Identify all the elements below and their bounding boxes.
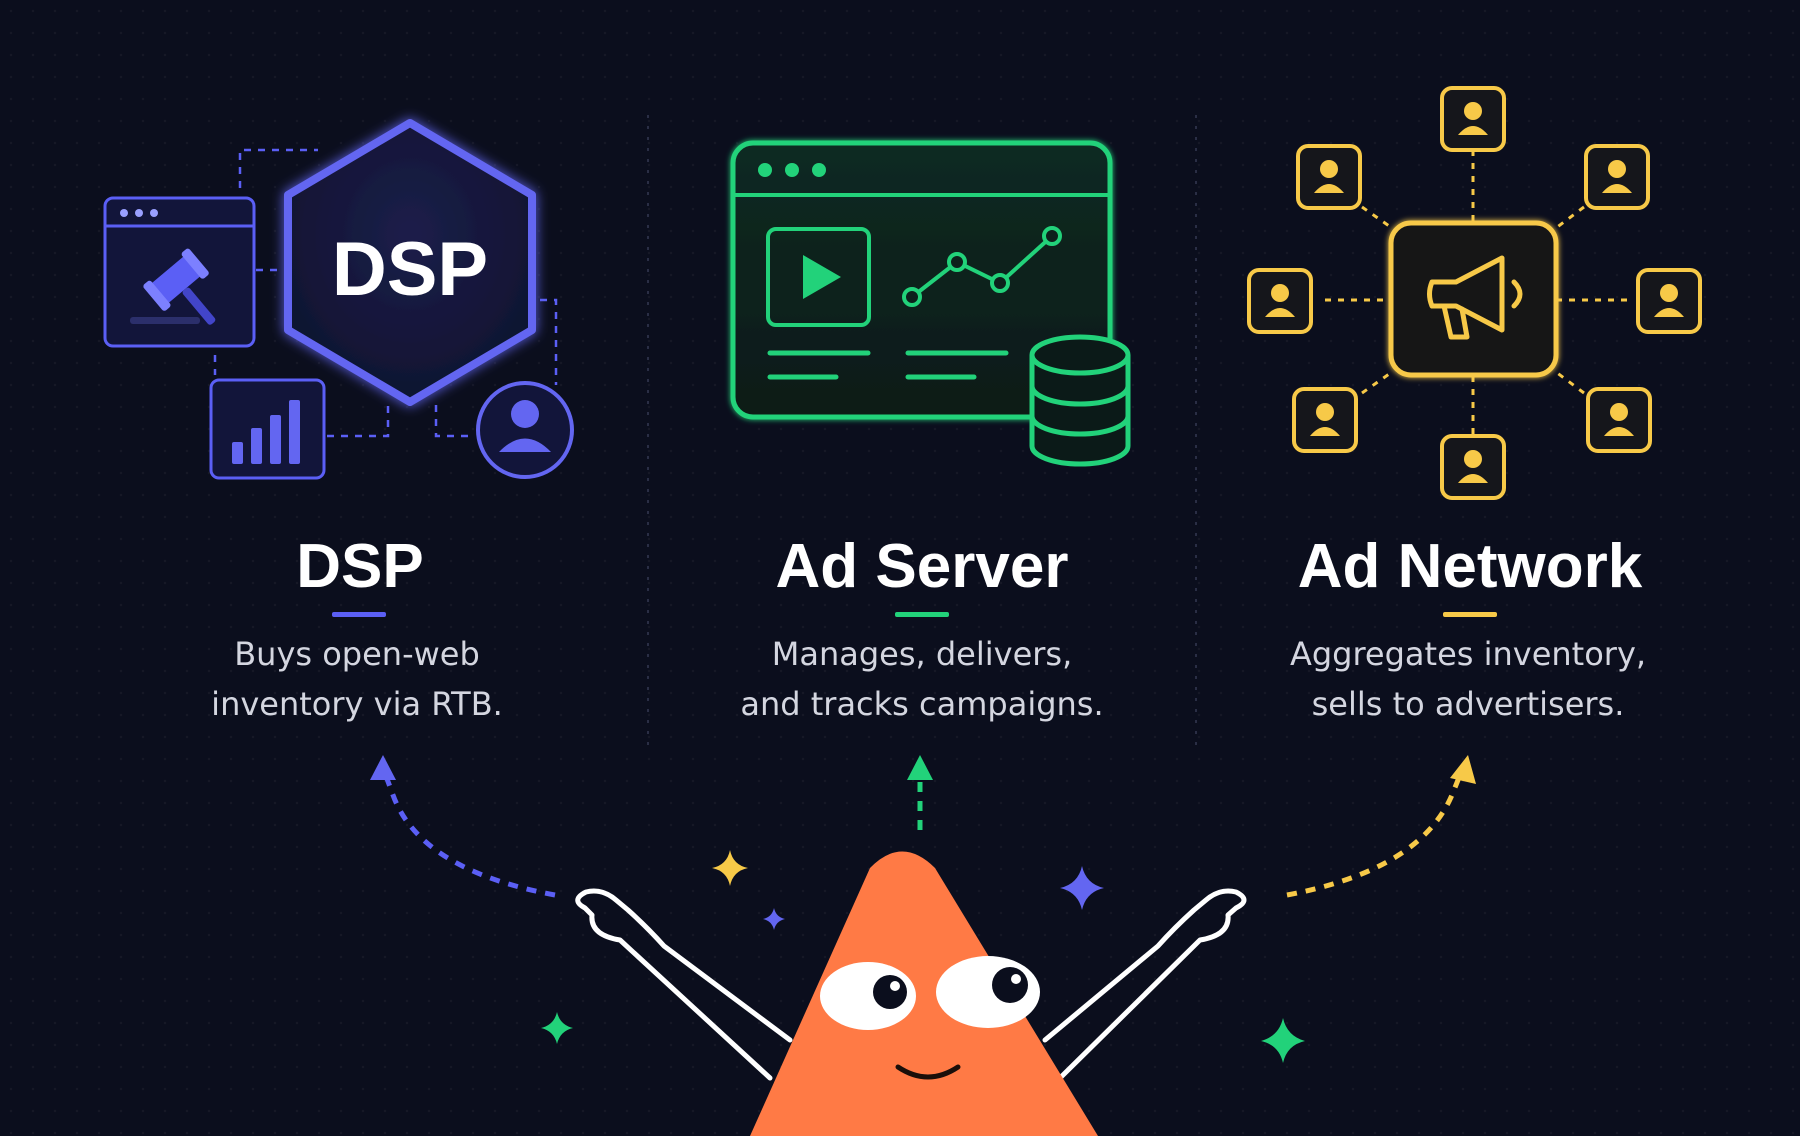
ad-network-description-line-2: sells to advertisers. — [1312, 685, 1625, 723]
bar-chart-icon — [209, 378, 326, 480]
dsp-description-line-1: Buys open-web — [234, 635, 480, 673]
hexagon-badge: DSP — [284, 119, 536, 406]
ad-network-description-line-1: Aggregates inventory, — [1290, 635, 1646, 673]
sparkle-icon — [712, 850, 748, 886]
ad-server-title: Ad Server — [776, 532, 1069, 601]
sparkle-icon — [763, 908, 785, 930]
ad-network-panel: Ad Network Aggregates inventory, sells t… — [1290, 532, 1646, 723]
ad-network-title-underline — [1443, 612, 1497, 617]
arrow-to-dsp — [370, 755, 556, 898]
ad-server-illustration — [730, 140, 1131, 467]
ad-server-panel: Ad Server Manages, delivers, and tracks … — [740, 532, 1103, 723]
dsp-illustration: DSP — [103, 119, 574, 480]
ad-network-title: Ad Network — [1298, 532, 1643, 601]
megaphone-icon — [1388, 220, 1559, 378]
line-chart-icon — [902, 226, 1062, 307]
sparkle-icon — [1261, 1018, 1305, 1063]
dsp-panel: DSP Buys open-web inventory via RTB. — [211, 532, 503, 723]
gavel-icon — [143, 248, 216, 325]
play-button-icon — [766, 227, 871, 327]
arrow-to-ad-network — [1286, 755, 1476, 898]
browser-window-icon — [730, 140, 1113, 420]
ad-server-description-line-1: Manages, delivers, — [772, 635, 1073, 673]
sparkle-icon — [541, 1012, 573, 1044]
ad-server-description-line-2: and tracks campaigns. — [740, 685, 1103, 723]
orange-cone-mascot-icon — [575, 851, 1247, 1136]
ad-network-illustration — [1247, 86, 1702, 500]
ad-server-title-underline — [895, 612, 949, 617]
user-circle-icon — [476, 381, 574, 479]
dsp-title-underline — [332, 612, 386, 617]
arrow-to-ad-server — [907, 755, 933, 830]
sparkle-icon — [1060, 866, 1104, 910]
dsp-description-line-2: inventory via RTB. — [211, 685, 503, 723]
dsp-title: DSP — [296, 532, 423, 601]
hexagon-badge-label: DSP — [332, 227, 488, 312]
database-icon — [1029, 334, 1131, 467]
